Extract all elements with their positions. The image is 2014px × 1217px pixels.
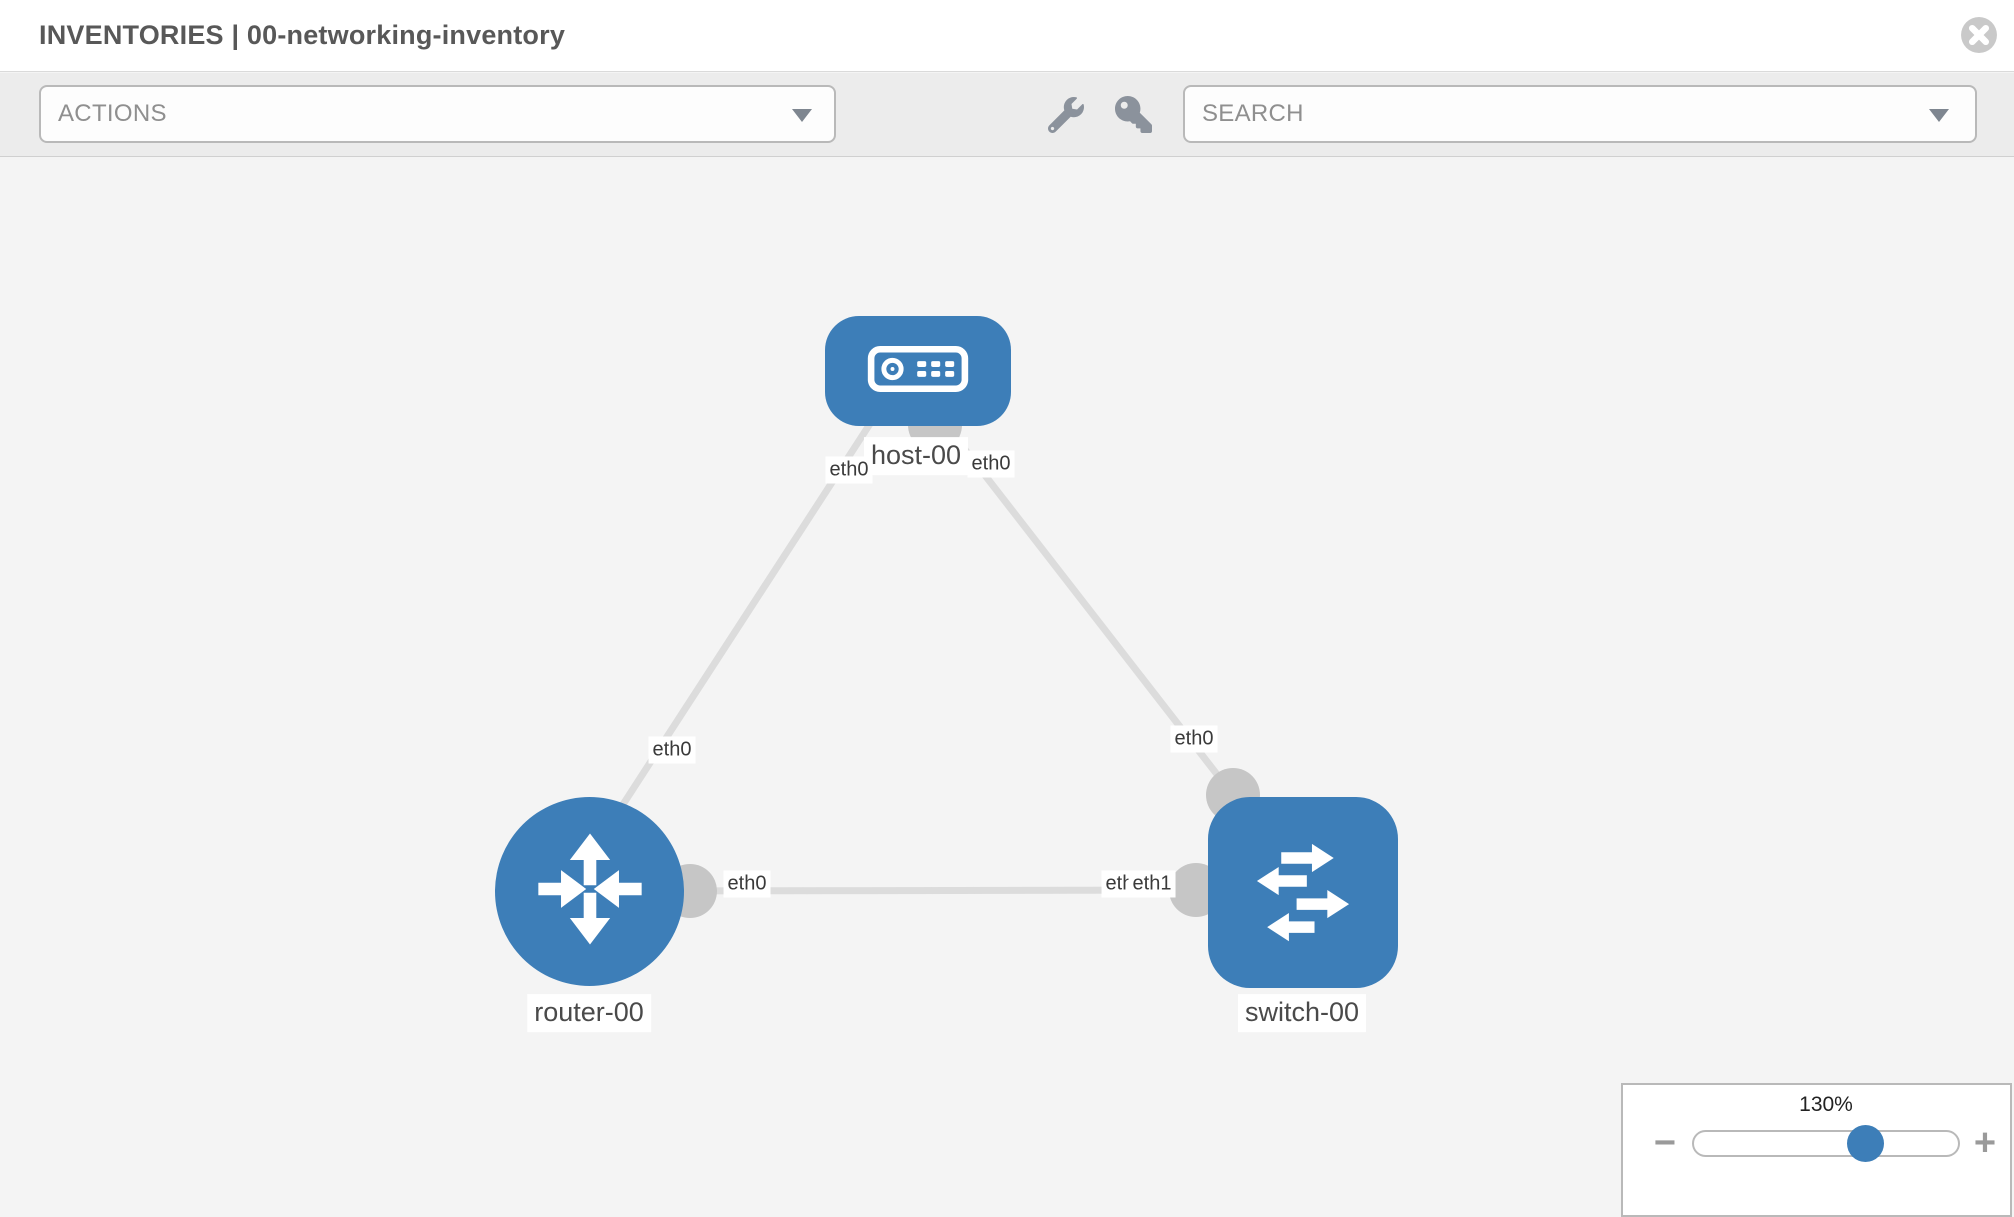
interface-label-host-eth0-left: eth0 bbox=[825, 456, 873, 484]
topology-canvas[interactable]: host-00 router-00 switch-00 eth0 eth0 et… bbox=[0, 158, 2014, 1217]
actions-dropdown[interactable]: ACTIONS bbox=[39, 85, 836, 143]
node-label-switch-00: switch-00 bbox=[1237, 994, 1367, 1032]
configure-button[interactable] bbox=[1043, 93, 1089, 139]
zoom-panel: 130% − + bbox=[1621, 1083, 2012, 1217]
toolbar: ACTIONS SEARCH bbox=[0, 73, 2014, 157]
zoom-level-value: 130% bbox=[1799, 1093, 1853, 1116]
interface-label-switch-eth1: eth1 bbox=[1128, 870, 1176, 898]
switch-arrows-icon bbox=[1239, 826, 1367, 959]
key-icon bbox=[1114, 96, 1152, 136]
interface-label-switch-eth0-uplink: eth0 bbox=[1170, 725, 1218, 753]
page-title: INVENTORIES | 00-networking-inventory bbox=[39, 20, 566, 50]
interface-label-router-eth0: eth0 bbox=[723, 870, 771, 898]
interface-label-host-eth0-right: eth0 bbox=[967, 450, 1015, 478]
zoom-slider-thumb[interactable] bbox=[1847, 1125, 1884, 1162]
node-label-host-00: host-00 bbox=[863, 437, 969, 475]
minus-icon: − bbox=[1653, 1122, 1677, 1164]
chevron-down-icon bbox=[792, 109, 812, 122]
node-router-00[interactable] bbox=[495, 797, 684, 986]
node-host-00[interactable] bbox=[825, 316, 1011, 426]
plus-icon: + bbox=[1973, 1122, 1997, 1164]
close-button[interactable] bbox=[1959, 16, 1999, 56]
topology-wires bbox=[595, 391, 1260, 918]
zoom-in-button[interactable]: + bbox=[1974, 1124, 1996, 1162]
search-dropdown-label: SEARCH bbox=[1202, 100, 1304, 127]
chevron-down-icon bbox=[1929, 109, 1949, 122]
interface-label-router-eth0-uplink: eth0 bbox=[648, 736, 696, 764]
node-switch-00[interactable] bbox=[1208, 797, 1398, 988]
times-circle-icon bbox=[1960, 17, 1998, 57]
page-header: INVENTORIES | 00-networking-inventory bbox=[0, 0, 2014, 72]
search-dropdown[interactable]: SEARCH bbox=[1183, 85, 1977, 143]
zoom-slider-track[interactable] bbox=[1692, 1130, 1960, 1157]
node-label-router-00: router-00 bbox=[527, 994, 651, 1032]
zoom-out-button[interactable]: − bbox=[1654, 1124, 1676, 1162]
router-arrows-icon bbox=[527, 826, 653, 957]
wrench-icon bbox=[1047, 96, 1084, 136]
credentials-button[interactable] bbox=[1110, 93, 1156, 139]
actions-dropdown-label: ACTIONS bbox=[58, 100, 167, 127]
host-device-icon bbox=[867, 345, 969, 398]
